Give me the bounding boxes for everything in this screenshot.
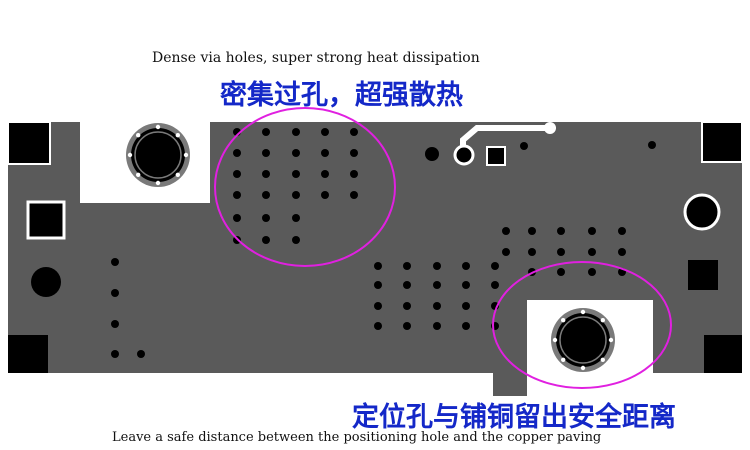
- via-hole-icon: [292, 128, 300, 136]
- ring-via-icon: [183, 152, 189, 158]
- via-hole-icon: [292, 149, 300, 157]
- via-hole-icon: [433, 281, 441, 289]
- pcb-copper-area: [8, 122, 742, 396]
- via-hole-icon: [233, 191, 241, 199]
- via-hole-icon: [292, 236, 300, 244]
- via-hole-icon: [321, 149, 329, 157]
- via-hole-icon: [462, 262, 470, 270]
- via-hole-icon: [588, 248, 596, 256]
- via-hole-icon: [557, 227, 565, 235]
- square-pad-icon: [701, 121, 743, 163]
- square-pad-icon: [486, 146, 506, 166]
- round-pad-icon: [683, 193, 721, 231]
- via-hole-icon: [374, 281, 382, 289]
- mounting-hole-icon: [126, 123, 190, 187]
- via-hole-icon: [618, 248, 626, 256]
- via-hole-icon: [502, 248, 510, 256]
- ring-via-icon: [155, 180, 161, 186]
- ring-via-icon: [561, 318, 566, 323]
- via-hole-icon: [433, 322, 441, 330]
- via-hole-icon: [262, 170, 270, 178]
- via-hole-icon: [111, 258, 119, 266]
- square-pad-icon: [688, 260, 718, 290]
- via-hole-icon: [262, 191, 270, 199]
- via-hole-icon: [403, 302, 411, 310]
- via-hole-icon: [433, 302, 441, 310]
- via-hole-icon: [292, 214, 300, 222]
- via-hole-icon: [374, 322, 382, 330]
- via-hole-icon: [111, 289, 119, 297]
- mounting-hole-icon: [551, 308, 615, 372]
- round-pad-icon: [453, 144, 475, 166]
- via-hole-icon: [350, 170, 358, 178]
- via-hole-icon: [321, 128, 329, 136]
- highlight-circle-icon: [214, 107, 396, 267]
- via-hole-icon: [137, 350, 145, 358]
- via-hole-icon: [111, 350, 119, 358]
- square-pad-icon: [26, 200, 66, 240]
- ring-via-icon: [136, 133, 141, 138]
- via-hole-icon: [262, 128, 270, 136]
- via-hole-icon: [262, 149, 270, 157]
- caption-bottom-english: Leave a safe distance between the positi…: [112, 430, 602, 445]
- via-hole-icon: [350, 191, 358, 199]
- via-hole-icon: [425, 147, 439, 161]
- via-hole-icon: [462, 302, 470, 310]
- ring-via-icon: [136, 172, 141, 177]
- via-hole-icon: [403, 322, 411, 330]
- ring-via-icon: [600, 357, 605, 362]
- via-hole-icon: [374, 302, 382, 310]
- via-hole-icon: [233, 170, 241, 178]
- ring-via-icon: [155, 124, 161, 130]
- square-pad-icon: [704, 335, 742, 373]
- via-hole-icon: [350, 149, 358, 157]
- via-hole-icon: [403, 281, 411, 289]
- via-hole-icon: [403, 262, 411, 270]
- via-hole-icon: [491, 281, 499, 289]
- via-hole-icon: [528, 248, 536, 256]
- round-pad-icon: [31, 267, 61, 297]
- ring-via-icon: [552, 337, 558, 343]
- via-hole-icon: [321, 191, 329, 199]
- via-hole-icon: [588, 268, 596, 276]
- via-hole-icon: [374, 262, 382, 270]
- via-hole-icon: [557, 248, 565, 256]
- via-hole-icon: [502, 227, 510, 235]
- square-pad-icon: [7, 121, 51, 165]
- via-hole-icon: [588, 227, 596, 235]
- ring-via-icon: [580, 309, 586, 315]
- via-hole-icon: [262, 214, 270, 222]
- ring-via-icon: [561, 357, 566, 362]
- ring-via-icon: [600, 318, 605, 323]
- via-hole-icon: [292, 191, 300, 199]
- via-hole-icon: [462, 281, 470, 289]
- square-pad-icon: [8, 335, 48, 373]
- caption-top-chinese: 密集过孔，超强散热: [220, 80, 463, 111]
- via-hole-icon: [462, 322, 470, 330]
- ring-via-icon: [580, 365, 586, 371]
- via-hole-icon: [262, 236, 270, 244]
- via-hole-icon: [433, 262, 441, 270]
- ring-via-icon: [127, 152, 133, 158]
- via-hole-icon: [520, 142, 528, 150]
- ring-via-icon: [175, 133, 180, 138]
- via-hole-icon: [233, 214, 241, 222]
- via-hole-icon: [557, 268, 565, 276]
- ring-via-icon: [608, 337, 614, 343]
- via-hole-icon: [321, 170, 329, 178]
- ring-via-icon: [175, 172, 180, 177]
- via-hole-icon: [618, 227, 626, 235]
- via-hole-icon: [528, 227, 536, 235]
- highlight-circle-icon: [492, 261, 672, 389]
- via-hole-icon: [491, 262, 499, 270]
- via-hole-icon: [233, 149, 241, 157]
- round-pad-icon: [544, 122, 556, 134]
- via-hole-icon: [292, 170, 300, 178]
- via-hole-icon: [111, 320, 119, 328]
- caption-top-english: Dense via holes, super strong heat dissi…: [152, 50, 480, 66]
- caption-bottom-chinese: 定位孔与铺铜留出安全距离: [352, 402, 676, 433]
- via-hole-icon: [648, 141, 656, 149]
- via-hole-icon: [350, 128, 358, 136]
